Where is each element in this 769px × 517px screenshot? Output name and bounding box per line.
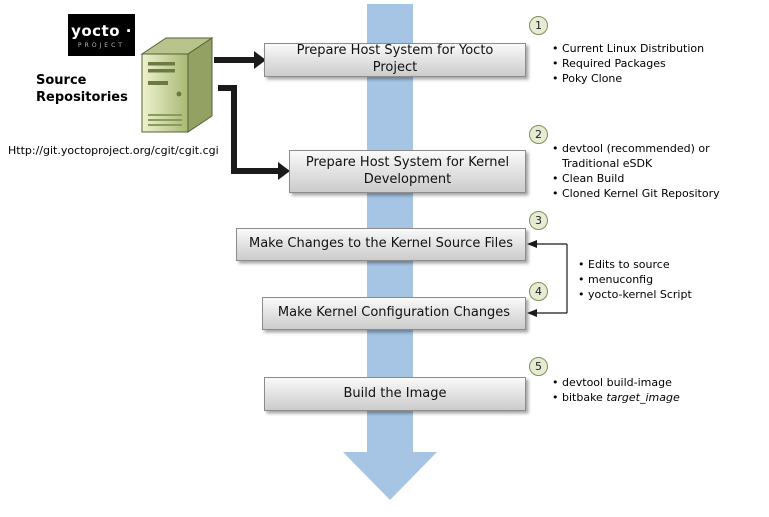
note-item: menuconfig (577, 272, 757, 287)
note-item: yocto-kernel Script (577, 287, 757, 302)
server-tower-icon (140, 37, 214, 133)
bracket-steps3-4-icon (527, 240, 568, 317)
note-item-prefix: bitbake (562, 391, 607, 404)
source-repositories-line1: Source (36, 73, 87, 88)
note-item-target-image: target_image (606, 391, 680, 404)
arrow-server-to-step1-icon (214, 51, 266, 69)
step1-notes-list: Current Linux Distribution Required Pack… (551, 41, 763, 86)
yocto-logo: yocto · PROJECT (68, 14, 135, 56)
note-item: Cloned Kernel Git Repository (551, 186, 741, 201)
note-item: Required Packages (551, 56, 763, 71)
step-box-prepare-host-kernel: Prepare Host System for Kernel Developme… (289, 150, 526, 193)
note-item: bitbake target_image (551, 390, 756, 405)
note-item: Edits to source (577, 257, 757, 272)
note-item: devtool build-image (551, 375, 756, 390)
arrow-server-to-step2-icon (218, 85, 290, 180)
step5-notes-list: devtool build-image bitbake target_image (551, 375, 756, 405)
note-item: devtool (recommended) or Traditional eSD… (551, 141, 741, 171)
step-number-badge-3: 3 (529, 211, 548, 230)
source-repository-url: Http://git.yoctoproject.org/cgit/cgit.cg… (8, 144, 219, 157)
yocto-logo-subtitle: PROJECT (78, 41, 125, 49)
source-repositories-line2: Repositories (36, 90, 128, 105)
step-box-build-image: Build the Image (264, 377, 526, 411)
note-item: Clean Build (551, 171, 741, 186)
steps3-4-notes-list: Edits to source menuconfig yocto-kernel … (577, 257, 757, 302)
step-box-make-config-changes: Make Kernel Configuration Changes (262, 297, 526, 330)
step-box-make-source-changes: Make Changes to the Kernel Source Files (236, 228, 526, 261)
yocto-logo-wordmark: yocto · (71, 21, 132, 40)
note-item: Current Linux Distribution (551, 41, 763, 56)
step-number-badge-5: 5 (529, 357, 548, 376)
step2-notes-list: devtool (recommended) or Traditional eSD… (551, 141, 741, 201)
step-number-badge-1: 1 (529, 16, 548, 35)
step-number-badge-2: 2 (529, 125, 548, 144)
step-number-badge-4: 4 (529, 282, 548, 301)
step-box-prepare-host-yocto: Prepare Host System for Yocto Project (264, 43, 526, 77)
source-repositories-label: Source Repositories (36, 72, 128, 106)
note-item: Poky Clone (551, 71, 763, 86)
